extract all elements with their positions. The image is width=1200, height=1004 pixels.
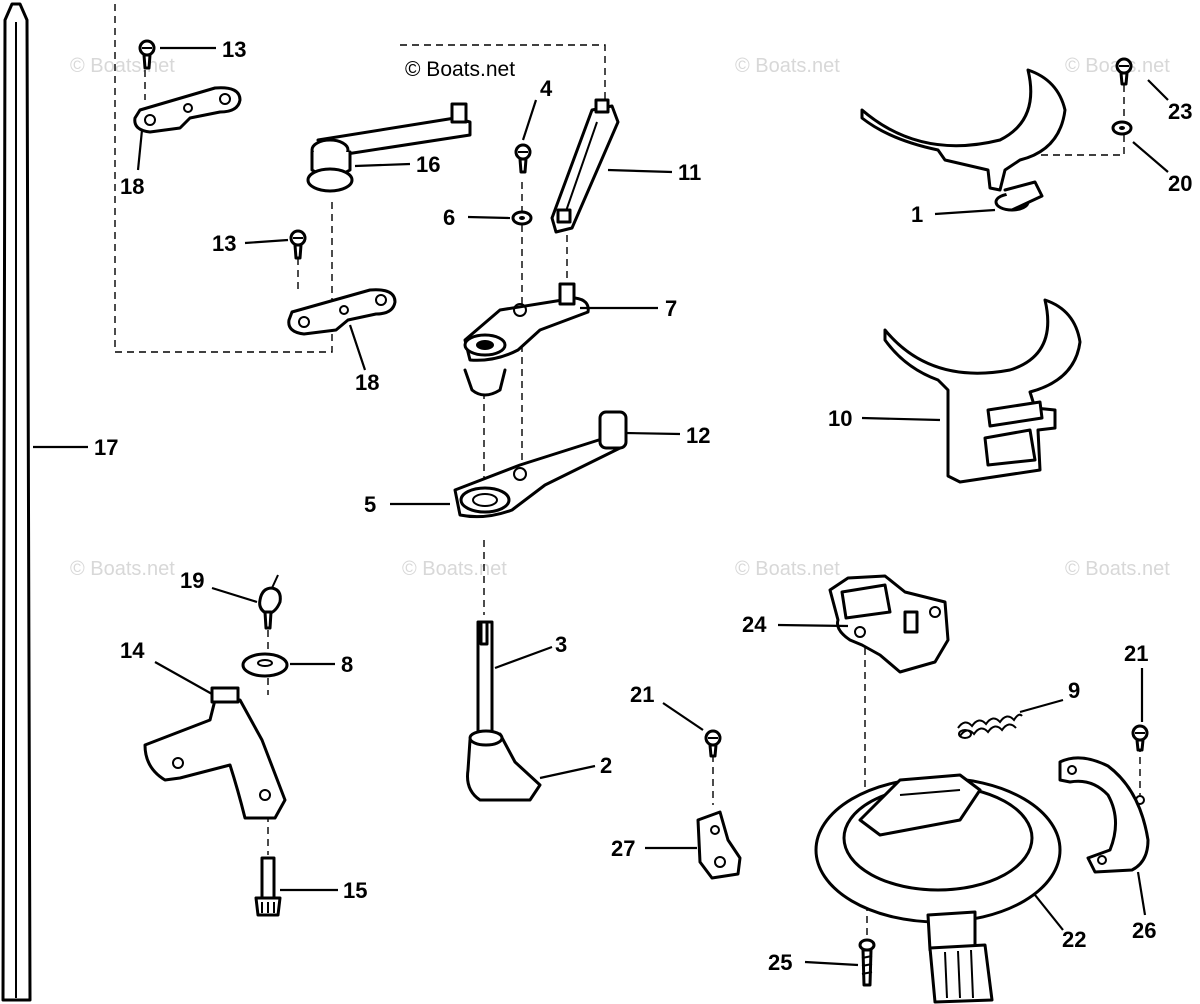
callout-4: 4 — [540, 76, 553, 101]
screw-part-4 — [514, 143, 532, 174]
watermark: © Boats.net — [1065, 558, 1170, 580]
callout-22: 22 — [1062, 927, 1086, 952]
callout-23: 23 — [1168, 99, 1192, 124]
callout-18: 18 — [120, 174, 144, 199]
washer-part-20 — [1111, 120, 1133, 136]
watermark: © Boats.net — [70, 558, 175, 580]
callout-10: 10 — [828, 406, 852, 431]
callout-7: 7 — [665, 296, 677, 321]
screw-part-23 — [1115, 57, 1133, 86]
watermark: © Boats.net — [402, 558, 507, 580]
clip-part-19 — [258, 574, 282, 630]
callout-16: 16 — [416, 152, 440, 177]
bracket-part-14 — [143, 686, 287, 820]
washer-part-8 — [241, 652, 289, 678]
pin-part-15 — [254, 856, 282, 917]
bracket-part-27 — [696, 810, 742, 880]
callout-19: 19 — [180, 568, 204, 593]
callout-14: 14 — [120, 638, 145, 663]
leader-lines — [33, 46, 1169, 967]
ring-plate-part-22 — [814, 773, 1062, 1004]
callout-13: 13 — [212, 231, 236, 256]
switch-part-24 — [828, 574, 950, 674]
watermark: © Boats.net — [735, 55, 840, 77]
screw-part-21-left — [704, 729, 722, 758]
link-part-11 — [550, 98, 620, 234]
shaft-part-3 — [476, 620, 494, 734]
bellcrank-part-7 — [463, 282, 590, 397]
callout-12: 12 — [686, 423, 710, 448]
plate-part-18-mid — [287, 288, 397, 336]
callout-1: 1 — [911, 202, 923, 227]
arc-part-26 — [1058, 756, 1150, 874]
plate-part-18-top — [133, 86, 242, 134]
callout-15: 15 — [343, 878, 367, 903]
callout-21: 21 — [1124, 641, 1148, 666]
watermark: © Boats.net — [70, 55, 175, 77]
copyright-text: © Boats.net — [405, 58, 515, 81]
screw-part-25 — [858, 938, 876, 987]
spring-part-9 — [957, 713, 1023, 739]
callout-5: 5 — [364, 492, 376, 517]
callout-3: 3 — [555, 632, 567, 657]
callout-18: 18 — [355, 370, 379, 395]
callout-9: 9 — [1068, 678, 1080, 703]
callout-13: 13 — [222, 37, 246, 62]
callout-20: 20 — [1168, 171, 1192, 196]
callout-21: 21 — [630, 682, 654, 707]
callout-27: 27 — [611, 836, 635, 861]
rod-part-17 — [1, 2, 32, 1002]
watermark-layer: © Boats.net © Boats.net © Boats.net © Bo… — [70, 55, 1170, 580]
callout-6: 6 — [443, 205, 455, 230]
callout-25: 25 — [768, 950, 792, 975]
lever-part-12 — [453, 410, 628, 519]
arc-lever-part-1 — [860, 68, 1067, 212]
callout-8: 8 — [341, 652, 353, 677]
callout-labels: 13 13 18 18 16 4 6 11 7 12 5 3 2 17 19 8… — [94, 37, 1192, 975]
callout-11: 11 — [678, 160, 701, 185]
callout-2: 2 — [600, 753, 612, 778]
foot-part-2 — [466, 729, 542, 802]
arc-bracket-part-10 — [883, 298, 1082, 484]
screw-part-13-mid — [289, 229, 307, 260]
watermark: © Boats.net — [735, 558, 840, 580]
callout-24: 24 — [742, 612, 767, 637]
callout-26: 26 — [1132, 918, 1156, 943]
screw-part-13-top — [138, 39, 156, 70]
callout-17: 17 — [94, 435, 118, 460]
screw-part-21-right — [1131, 724, 1149, 752]
lever-part-16 — [306, 102, 472, 193]
washer-part-6 — [511, 210, 533, 226]
